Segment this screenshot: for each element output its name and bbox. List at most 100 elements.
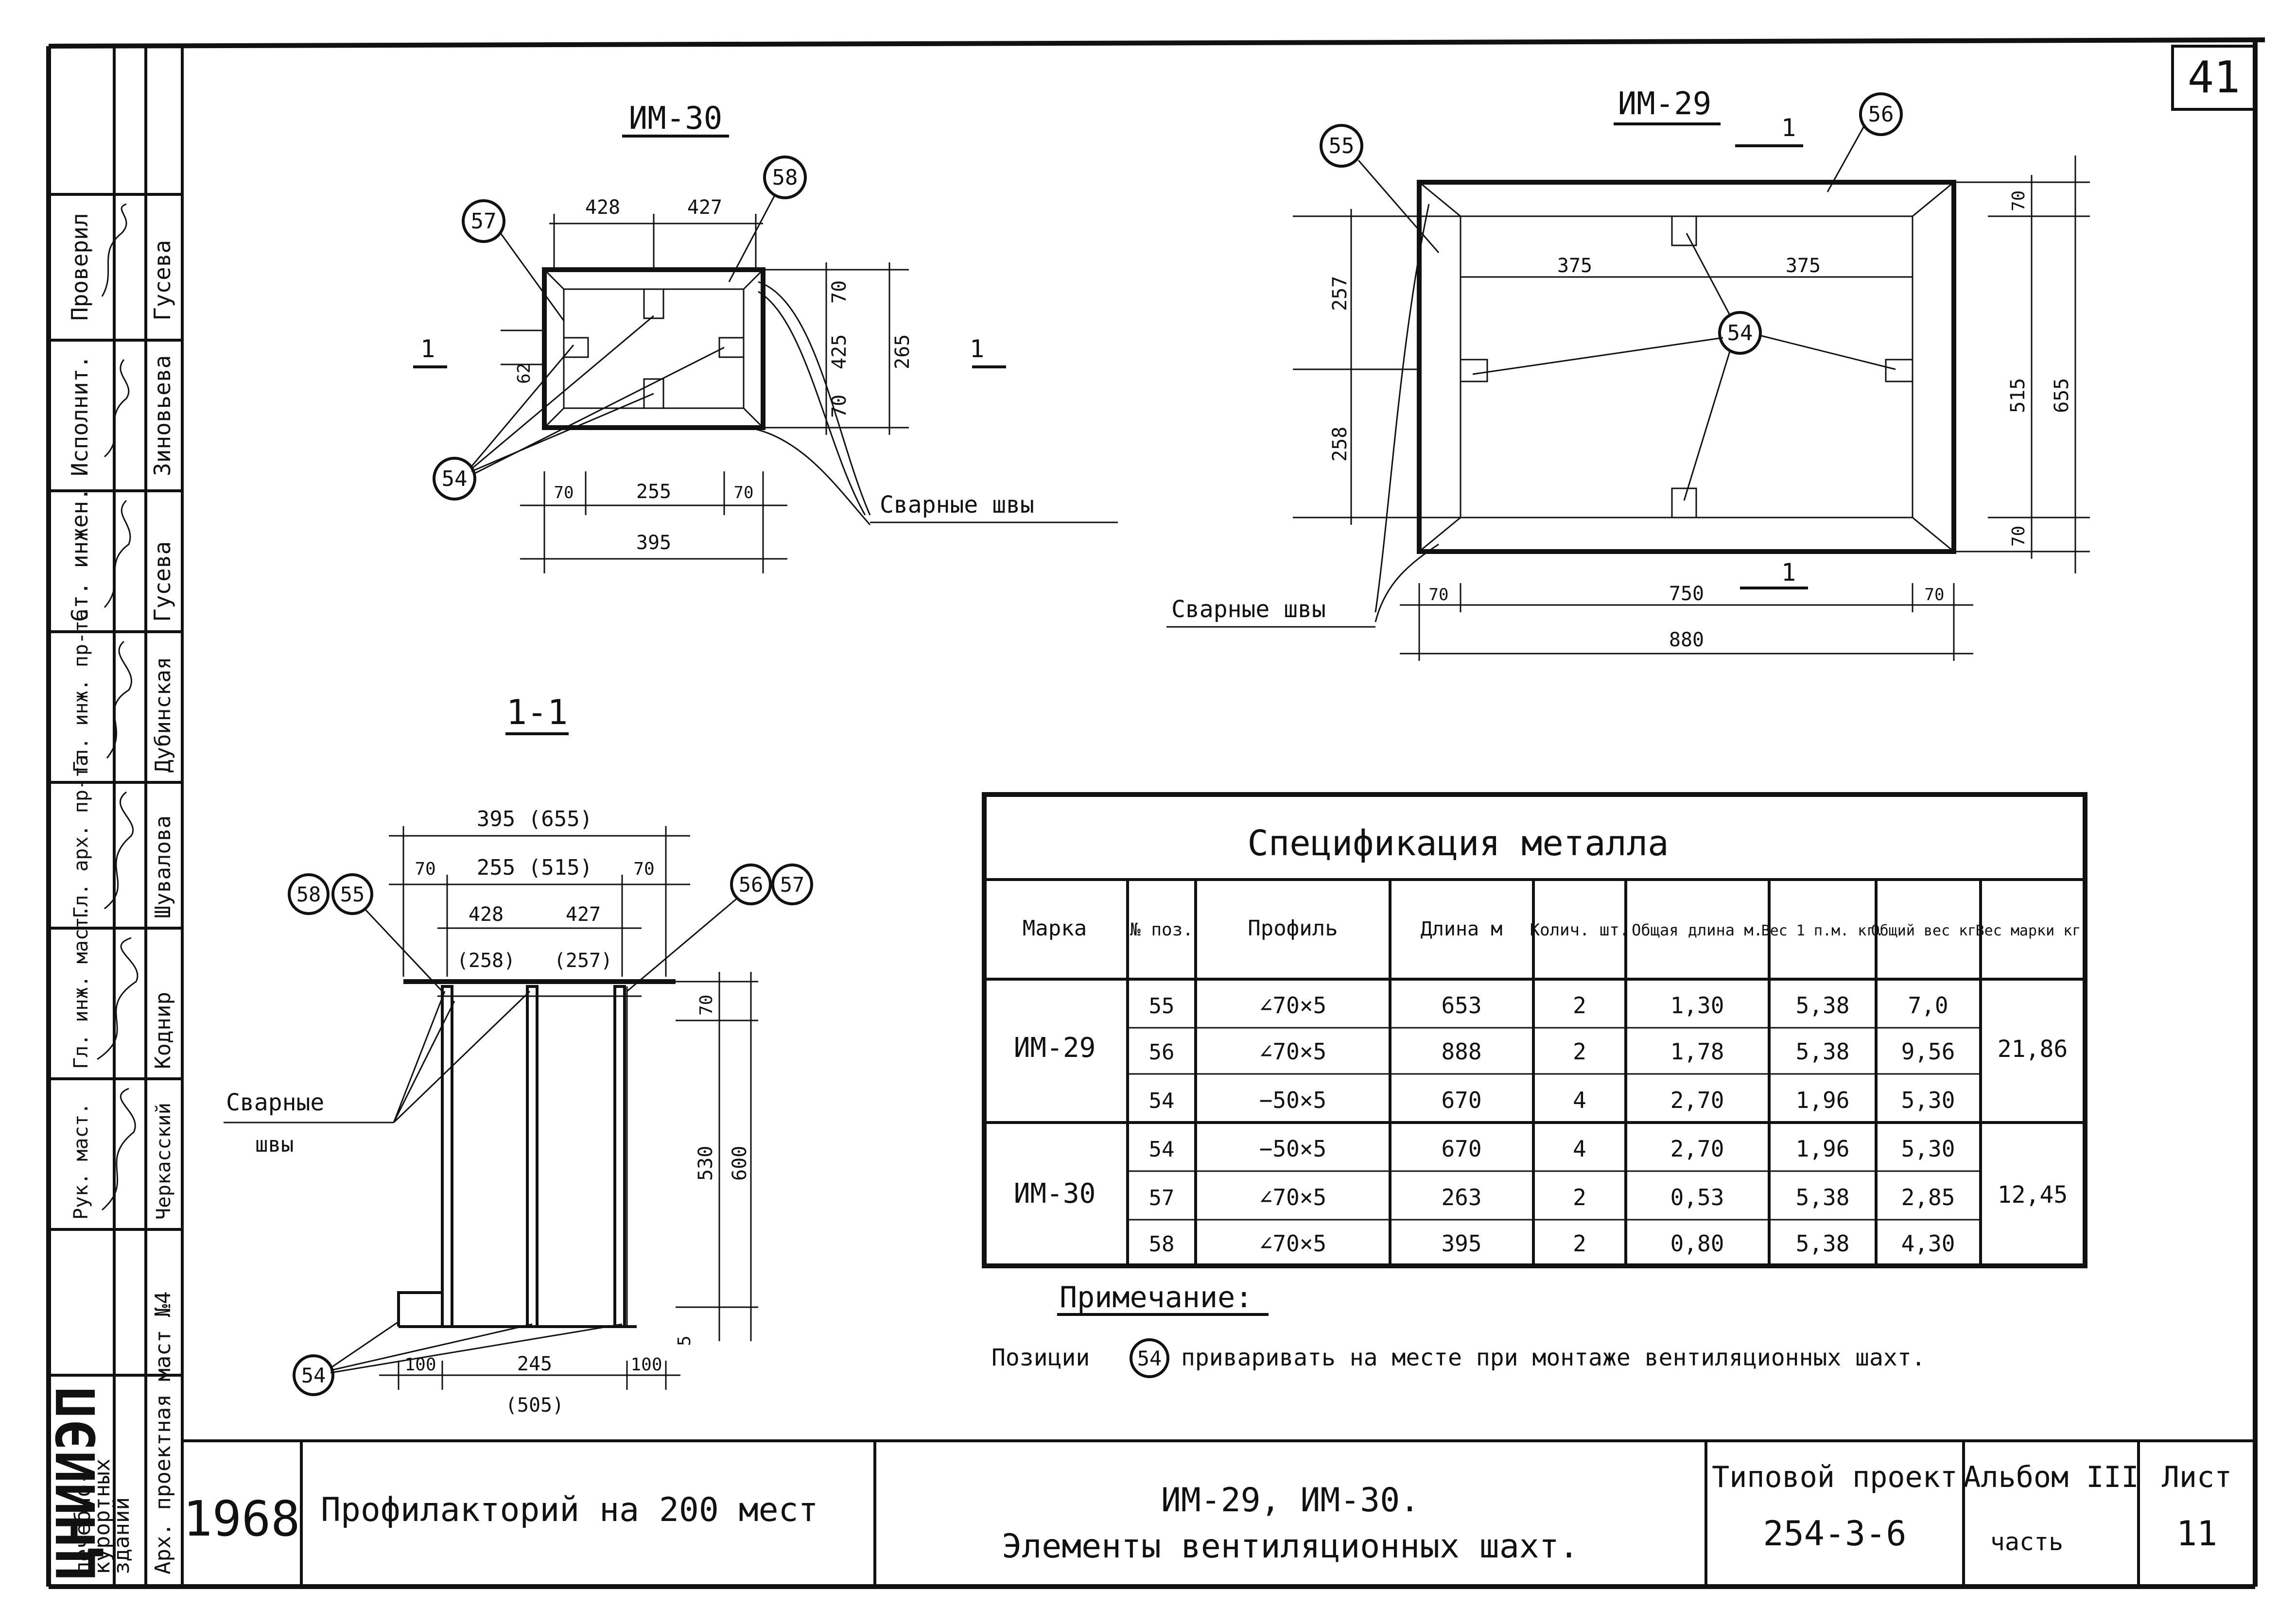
im30-title: ИМ-30	[629, 101, 723, 137]
spec-table: Спецификация металла Марка № поз. Профил…	[982, 792, 2090, 1268]
cell: 4	[1573, 1087, 1586, 1113]
section-dim-258: (258)	[457, 950, 515, 972]
workshop-name: Арх. проектная маст №4	[151, 1291, 175, 1574]
section-callout-54: 54	[301, 1364, 326, 1387]
cell: 653	[1441, 992, 1481, 1019]
cell: 670	[1441, 1136, 1481, 1162]
im29-cut-top: 1	[1781, 114, 1796, 142]
section-callout-56: 56	[739, 873, 764, 897]
signature-3	[104, 500, 131, 608]
role-2: Исполнит.	[67, 355, 93, 476]
cell: 395	[1441, 1230, 1481, 1257]
signature-5	[104, 791, 134, 910]
signature-7	[102, 1088, 136, 1211]
cell: ∠70×5	[1259, 1184, 1326, 1210]
im29-dim-750: 750	[1669, 583, 1704, 605]
role-7: Рук. маст.	[70, 1103, 92, 1220]
spec-mark-im29: ИМ-29	[1014, 1032, 1096, 1064]
title-block: 1968 Профилакторий на 200 мест ИМ-29, ИМ…	[183, 1441, 2232, 1587]
drawing-title-2: Элементы вентиляционных шахт.	[1002, 1527, 1579, 1566]
cell: 1,30	[1670, 992, 1724, 1019]
spec-header-weight-pm: Вес 1 п.м. кг.	[1761, 922, 1884, 939]
im29-dim-375b: 375	[1786, 255, 1821, 277]
im29-cut-bottom: 1	[1781, 558, 1796, 587]
section-dim-505: (505)	[505, 1394, 564, 1417]
spec-header-length: Длина м	[1421, 918, 1503, 940]
cell: 5,38	[1796, 1038, 1850, 1065]
year: 1968	[183, 1490, 300, 1547]
im30-dim-425: 425	[828, 334, 851, 369]
section-dim-428: 428	[469, 903, 504, 926]
cell: 5,30	[1901, 1136, 1955, 1162]
cell: −50×5	[1259, 1087, 1326, 1113]
name-2: Зиновьева	[149, 355, 175, 476]
im29-dim-70c: 70	[1429, 585, 1449, 605]
spec-mark-im30: ИМ-30	[1014, 1178, 1096, 1210]
section-title: 1-1	[506, 692, 568, 732]
role-3: Ст. инжен.	[67, 487, 93, 622]
im30-callout-58: 58	[772, 165, 798, 190]
section-dim-5: 5	[675, 1335, 695, 1346]
im30-dim-428: 428	[585, 196, 620, 219]
drawing-title-1: ИМ-29, ИМ-30.	[1161, 1481, 1420, 1520]
name-7: Черкасский	[153, 1103, 175, 1220]
im29-dim-655: 655	[2051, 378, 2073, 413]
im29-dim-880: 880	[1669, 629, 1704, 651]
im29-callout-55: 55	[1329, 134, 1355, 158]
section-callout-55: 55	[340, 882, 365, 906]
spec-header-total-weight: Общий вес кг.	[1871, 922, 1985, 939]
note-text-before: Позиции	[991, 1344, 1090, 1371]
cell: 54	[1149, 1137, 1175, 1162]
cell: 56	[1149, 1040, 1175, 1065]
spec-header-mark-weight: Вес марки кг.	[1976, 922, 2090, 939]
section-weld-label-2: швы	[255, 1132, 294, 1157]
org-sub-2: курортных	[90, 1459, 115, 1574]
cell: ∠70×5	[1259, 1038, 1326, 1065]
org-logo-text: ЦНИИЭП	[45, 1386, 107, 1579]
cell: 9,56	[1901, 1038, 1955, 1065]
role-1: Проверил	[67, 213, 93, 321]
sheet-number: 41	[2188, 52, 2240, 103]
im29-dim-70a: 70	[2009, 190, 2029, 211]
im29-title: ИМ-29	[1618, 86, 1712, 122]
im30-dim-70a: 70	[828, 280, 851, 304]
name-5: Шувалова	[151, 815, 175, 918]
cell: 1,96	[1796, 1136, 1850, 1162]
spec-header-total-length: Общая длина м.	[1632, 921, 1763, 939]
cell: 4,30	[1901, 1230, 1955, 1257]
spec-header-pos: № поз.	[1130, 920, 1193, 940]
cell: 888	[1441, 1038, 1481, 1065]
spec-total-im29: 21,86	[1998, 1036, 2068, 1063]
project-name: Профилакторий на 200 мест	[321, 1491, 818, 1529]
section-dim-top: 395 (655)	[477, 807, 592, 831]
name-4: Дубинская	[151, 657, 175, 773]
im30-dim-70d: 70	[734, 483, 754, 502]
cell: 670	[1441, 1087, 1481, 1113]
cell: 58	[1149, 1232, 1175, 1257]
spec-title: Спецификация металла	[1248, 823, 1669, 864]
cell: 4	[1573, 1136, 1586, 1162]
spec-header-mark: Марка	[1023, 916, 1087, 941]
section-dim-70v: 70	[696, 995, 716, 1016]
im30-callout-57: 57	[471, 209, 497, 234]
cell: 2,70	[1670, 1136, 1724, 1162]
cell: 1,96	[1796, 1087, 1850, 1113]
im29-dim-515: 515	[2007, 378, 2029, 413]
im30-cut-left: 1	[420, 335, 435, 363]
im30-cut-right: 1	[970, 335, 984, 363]
im30-plan: ИМ-30 428 427 70 425 70 265 62	[413, 101, 1118, 573]
im30-dim-395: 395	[636, 532, 671, 554]
im30-weld-label: Сварные швы	[880, 491, 1034, 518]
sheet-label: Лист	[2162, 1460, 2232, 1494]
section-dim-600: 600	[729, 1146, 751, 1181]
signature-2	[104, 359, 130, 458]
cell: −50×5	[1259, 1136, 1326, 1162]
im29-dim-70d: 70	[1925, 585, 1945, 605]
im30-dim-265: 265	[891, 334, 914, 369]
cell: 2	[1573, 1184, 1586, 1210]
cell: 2	[1573, 1038, 1586, 1065]
spec-total-im30: 12,45	[1998, 1181, 2068, 1209]
section-dim-245: 245	[517, 1353, 552, 1375]
cell: 57	[1149, 1186, 1175, 1210]
note-text-after: приваривать на месте при монтаже вентиля…	[1181, 1344, 1926, 1371]
